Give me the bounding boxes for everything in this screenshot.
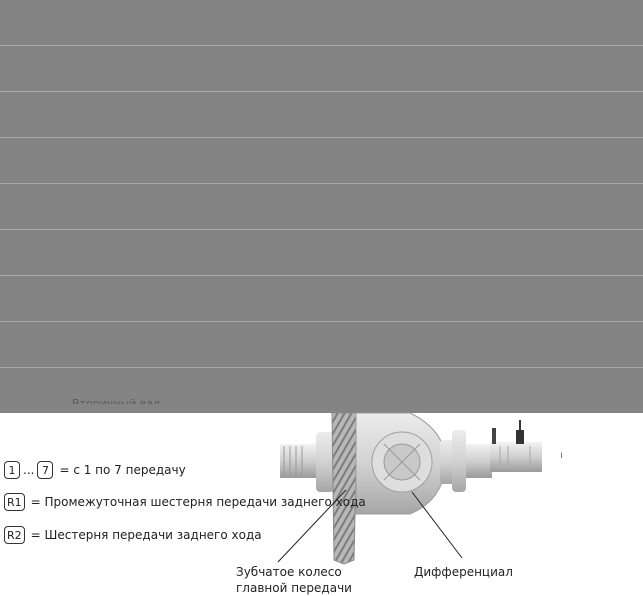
output-shaft [280, 432, 334, 492]
legend-item-r1: R1 = Промежуточная шестерня передачи зад… [4, 493, 366, 511]
gear-number-box: R2 [4, 526, 25, 544]
gear-leader-line [277, 489, 347, 563]
callout-line: главной передачи [236, 581, 352, 595]
gear-number-box: 1 [4, 461, 20, 479]
gear-number-box: 7 [37, 461, 54, 479]
differential-housing [355, 412, 466, 515]
overlay-divider [0, 45, 643, 46]
differential-leader-line [411, 491, 463, 559]
clipped-label: Вторичный вал [72, 397, 161, 404]
legend-text: = Шестерня передачи заднего хода [30, 528, 262, 542]
overlay-divider [0, 275, 643, 276]
legend-text: = с 1 по 7 передачу [59, 463, 186, 477]
legend-item-gears: 1 ... 7 = с 1 по 7 передачу [4, 461, 186, 479]
right-shaft [466, 420, 542, 478]
overlay-divider [0, 183, 643, 184]
legend-text: = Промежуточная шестерня передачи заднег… [30, 495, 366, 509]
stray-mark: ı [560, 450, 563, 461]
final-drive-gear [331, 412, 359, 565]
gear-number-box: R1 [4, 493, 25, 511]
overlay-divider [0, 321, 643, 322]
callout-line: Зубчатое колесо [236, 565, 342, 579]
overlay-divider [0, 137, 643, 138]
legend-item-r2: R2 = Шестерня передачи заднего хода [4, 526, 262, 544]
final-drive-gear-label: Зубчатое колесо главной передачи [236, 564, 352, 596]
differential-label: Дифференциал [414, 565, 513, 579]
gray-overlay-panel [0, 0, 643, 413]
overlay-divider [0, 91, 643, 92]
overlay-divider [0, 229, 643, 230]
range-dots: ... [23, 463, 35, 477]
overlay-divider [0, 367, 643, 368]
